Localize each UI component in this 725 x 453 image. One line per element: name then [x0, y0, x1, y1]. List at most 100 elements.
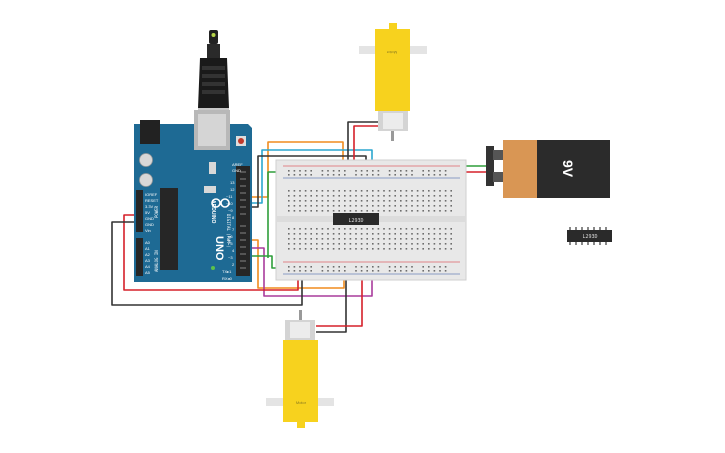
breadboard-hole[interactable]	[372, 205, 374, 207]
breadboard-hole[interactable]	[293, 170, 296, 172]
breadboard-hole[interactable]	[439, 195, 441, 197]
wire-red-gnd[interactable]	[123, 214, 299, 291]
breadboard-hole[interactable]	[355, 190, 357, 192]
breadboard-hole[interactable]	[405, 195, 408, 197]
breadboard-hole[interactable]	[366, 243, 368, 245]
breadboard-hole[interactable]	[304, 210, 307, 212]
breadboard-hole[interactable]	[416, 190, 419, 192]
breadboard-hole[interactable]	[411, 266, 413, 268]
breadboard-hole[interactable]	[355, 210, 357, 212]
breadboard-hole[interactable]	[299, 200, 301, 202]
breadboard-hole[interactable]	[411, 200, 413, 202]
breadboard-hole[interactable]	[366, 200, 368, 202]
breadboard-hole[interactable]	[360, 233, 363, 235]
breadboard-hole[interactable]	[422, 170, 424, 172]
breadboard-hole[interactable]	[377, 170, 380, 172]
digital-header[interactable]	[236, 166, 250, 276]
breadboard-hole[interactable]	[444, 228, 447, 230]
breadboard-hole[interactable]	[394, 205, 396, 207]
breadboard-hole[interactable]	[377, 228, 380, 230]
breadboard-hole[interactable]	[344, 170, 346, 172]
breadboard-hole[interactable]	[360, 200, 363, 202]
breadboard-hole[interactable]	[444, 248, 447, 250]
breadboard-hole[interactable]	[310, 228, 312, 230]
breadboard-hole[interactable]	[377, 200, 380, 202]
breadboard-hole[interactable]	[433, 228, 436, 230]
breadboard-hole[interactable]	[321, 200, 324, 202]
breadboard-hole[interactable]	[321, 210, 324, 212]
breadboard-hole[interactable]	[327, 233, 329, 235]
breadboard-hole[interactable]	[377, 210, 380, 212]
breadboard-hole[interactable]	[360, 190, 363, 192]
breadboard-hole[interactable]	[332, 270, 335, 272]
breadboard-hole[interactable]	[338, 233, 340, 235]
breadboard-hole[interactable]	[405, 233, 408, 235]
breadboard-hole[interactable]	[377, 238, 380, 240]
breadboard-hole[interactable]	[355, 170, 357, 172]
breadboard-hole[interactable]	[433, 170, 436, 172]
breadboard-hole[interactable]	[355, 243, 357, 245]
breadboard-hole[interactable]	[360, 205, 363, 207]
breadboard-hole[interactable]	[394, 174, 396, 176]
breadboard-hole[interactable]	[394, 190, 396, 192]
breadboard-hole[interactable]	[344, 243, 346, 245]
breadboard-hole[interactable]	[433, 238, 436, 240]
breadboard-hole[interactable]	[411, 174, 413, 176]
breadboard-hole[interactable]	[377, 243, 380, 245]
breadboard-hole[interactable]	[411, 233, 413, 235]
breadboard-hole[interactable]	[422, 190, 424, 192]
breadboard-hole[interactable]	[383, 195, 385, 197]
breadboard-hole[interactable]	[400, 195, 402, 197]
breadboard-hole[interactable]	[293, 174, 296, 176]
breadboard-hole[interactable]	[400, 210, 402, 212]
breadboard-hole[interactable]	[405, 170, 408, 172]
breadboard-hole[interactable]	[400, 270, 402, 272]
battery-9v[interactable]: 9V	[486, 140, 610, 198]
breadboard-hole[interactable]	[439, 205, 441, 207]
breadboard-hole[interactable]	[439, 243, 441, 245]
breadboard-hole[interactable]	[383, 248, 385, 250]
breadboard-hole[interactable]	[316, 238, 318, 240]
breadboard-hole[interactable]	[405, 190, 408, 192]
breadboard-hole[interactable]	[372, 248, 374, 250]
breadboard-hole[interactable]	[304, 200, 307, 202]
breadboard-hole[interactable]	[411, 205, 413, 207]
breadboard-hole[interactable]	[360, 170, 363, 172]
breadboard-hole[interactable]	[366, 205, 368, 207]
breadboard-hole[interactable]	[304, 243, 307, 245]
breadboard-hole[interactable]	[360, 174, 363, 176]
breadboard-hole[interactable]	[383, 190, 385, 192]
breadboard-hole[interactable]	[405, 205, 408, 207]
breadboard-hole[interactable]	[416, 233, 419, 235]
breadboard-hole[interactable]	[338, 228, 340, 230]
breadboard-hole[interactable]	[355, 174, 357, 176]
motor-top[interactable]: Motor	[359, 23, 427, 141]
breadboard-hole[interactable]	[327, 195, 329, 197]
breadboard-hole[interactable]	[316, 210, 318, 212]
breadboard-hole[interactable]	[293, 205, 296, 207]
breadboard-hole[interactable]	[383, 238, 385, 240]
breadboard-hole[interactable]	[450, 200, 452, 202]
breadboard-hole[interactable]	[433, 243, 436, 245]
breadboard-hole[interactable]	[321, 238, 324, 240]
breadboard-hole[interactable]	[428, 270, 430, 272]
breadboard-hole[interactable]	[332, 205, 335, 207]
breadboard-hole[interactable]	[344, 210, 346, 212]
breadboard-hole[interactable]	[433, 210, 436, 212]
breadboard-hole[interactable]	[344, 248, 346, 250]
breadboard-hole[interactable]	[422, 210, 424, 212]
breadboard-hole[interactable]	[327, 170, 329, 172]
breadboard-hole[interactable]	[394, 243, 396, 245]
breadboard-hole[interactable]	[422, 195, 424, 197]
breadboard-hole[interactable]	[422, 270, 424, 272]
breadboard-hole[interactable]	[332, 248, 335, 250]
breadboard-hole[interactable]	[310, 205, 312, 207]
breadboard-hole[interactable]	[400, 174, 402, 176]
breadboard-holes[interactable]	[288, 170, 452, 272]
breadboard-hole[interactable]	[439, 270, 441, 272]
breadboard-hole[interactable]	[332, 233, 335, 235]
breadboard-hole[interactable]	[439, 210, 441, 212]
breadboard-hole[interactable]	[444, 270, 447, 272]
breadboard-hole[interactable]	[433, 205, 436, 207]
breadboard-hole[interactable]	[332, 238, 335, 240]
